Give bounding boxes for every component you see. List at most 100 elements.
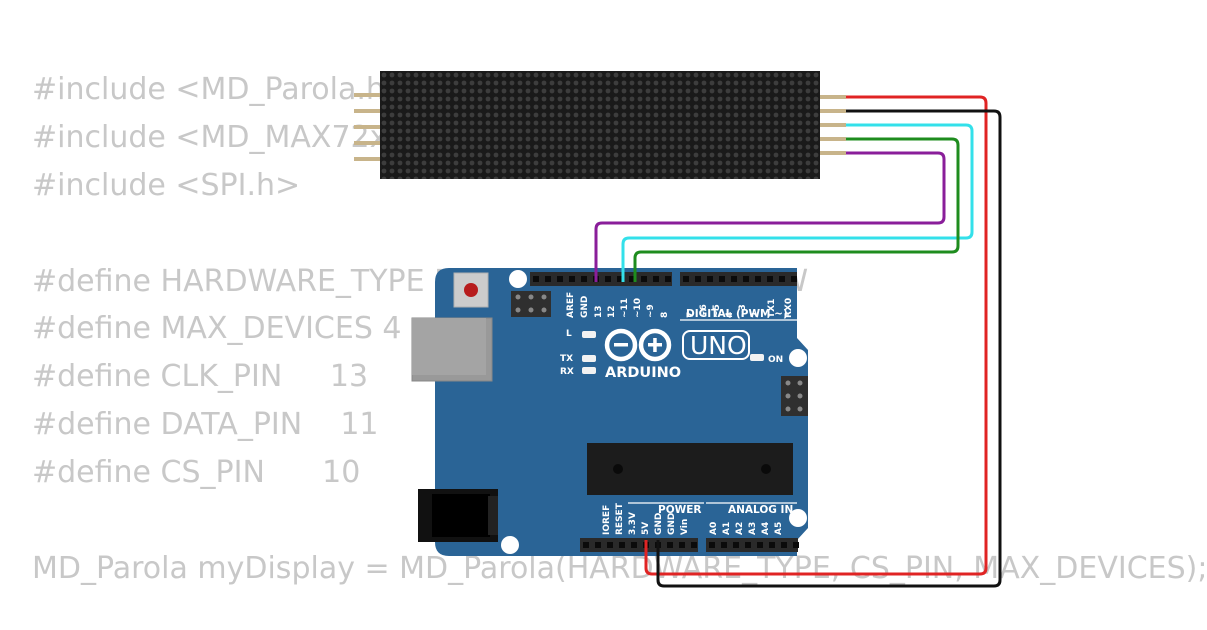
pin-hole[interactable] [641,276,647,282]
pin-hole[interactable] [791,276,797,282]
pin-hole[interactable] [721,542,727,548]
model-text: UNO [690,331,747,360]
mounting-hole [789,509,807,527]
pin-hole[interactable] [631,542,637,548]
wire-gnd[interactable] [656,109,1002,588]
pin-hole[interactable] [707,276,713,282]
pin-hole[interactable] [607,542,613,548]
pin-hole[interactable] [617,276,623,282]
pin-hole[interactable] [683,276,689,282]
pin-hole[interactable] [619,542,625,548]
pin-hole[interactable] [691,542,697,548]
pin-label: 2 [751,312,761,318]
pin-label: 5V [641,522,651,535]
pin-label: 13 [594,305,604,318]
pin-label: IOREF [602,505,612,535]
pin-hole[interactable] [769,542,775,548]
led-tx-label: TX [560,354,573,364]
led-l-label: L [566,329,572,339]
pin-label: A5 [774,522,784,535]
pin-hole[interactable] [695,276,701,282]
reset-button[interactable] [453,272,489,308]
pin-label: GND [667,513,677,535]
code-line: #define CLK_PIN 13 [32,359,369,395]
pin-hole[interactable] [581,276,587,282]
pin-label: 7 [686,312,696,318]
wire-cs[interactable] [633,137,960,282]
brand-text: ARDUINO [605,365,681,381]
code-line: #define DATA_PIN 11 [32,407,379,443]
pin-label: ~9 [646,304,656,318]
digital-header-label: DIGITAL (PWM ~) [686,308,788,320]
pin-hole[interactable] [779,276,785,282]
pin-hole[interactable] [679,542,685,548]
pin-hole[interactable] [569,276,575,282]
code-line: #define CS_PIN 10 [32,455,361,491]
power-label: POWER [658,504,701,516]
pin-label: GND [580,296,590,318]
pin-label: 3.3V [628,512,638,535]
pin-label: A4 [761,522,771,535]
pin-hole[interactable] [709,542,715,548]
wire-din[interactable] [621,123,974,282]
pin-hole[interactable] [605,276,611,282]
pin-hole[interactable] [653,276,659,282]
power-header[interactable] [580,538,799,552]
wires [594,95,1002,588]
matrix-dots [380,71,820,179]
matrix-header-pins [354,93,846,161]
pin-label: GND [654,513,664,535]
pin-label: A1 [722,522,732,535]
pin-hole[interactable] [557,276,563,282]
pin-hole[interactable] [667,542,673,548]
led-matrix-module[interactable] [354,71,846,179]
pin-label: 12 [607,305,617,318]
pin-hole[interactable] [755,276,761,282]
usb-port [411,317,493,382]
pin-label: A3 [748,522,758,535]
pin-hole[interactable] [743,276,749,282]
code-line: #define MAX_DEVICES 4 [32,311,402,347]
pin-hole[interactable] [757,542,763,548]
analog-label: ANALOG IN [728,504,793,516]
pin-hole[interactable] [533,276,539,282]
pin-hole[interactable] [595,542,601,548]
power-jack [418,489,498,542]
pin-label: TX1 [767,299,777,318]
mounting-hole [501,536,519,554]
icsp-header-right [781,376,808,416]
pin-hole[interactable] [793,542,799,548]
pin-label: RESET [615,502,625,535]
icsp-header [511,291,551,317]
pin-label: 4 [725,312,735,318]
pin-hole[interactable] [745,542,751,548]
wire-vcc[interactable] [644,95,988,576]
pin-hole[interactable] [665,276,671,282]
atmega-chip [587,443,793,495]
pin-hole[interactable] [583,542,589,548]
code-line: MD_Parola myDisplay = MD_Parola(HARDWARE… [32,550,1207,586]
pin-label: Vin [680,519,690,535]
pin-label: ~3 [738,304,748,318]
pin-hole[interactable] [781,542,787,548]
pin-hole[interactable] [545,276,551,282]
led-on-label: ON [768,355,783,365]
led-rx-label: RX [560,367,574,377]
pin-label: AREF [566,292,576,318]
pin-hole[interactable] [733,542,739,548]
wire-clk[interactable] [594,151,946,282]
pin-label: ~11 [620,298,630,318]
arduino-logo [604,328,672,362]
pin-label: A0 [709,522,719,535]
digital-header[interactable] [530,272,797,286]
pin-label: ~6 [699,304,709,318]
mounting-hole [509,270,527,288]
pin-hole[interactable] [767,276,773,282]
pin-hole[interactable] [719,276,725,282]
pin-hole[interactable] [731,276,737,282]
mounting-hole [789,349,807,367]
pin-hole[interactable] [629,276,635,282]
code-line: #include <SPI.h> [32,167,301,203]
